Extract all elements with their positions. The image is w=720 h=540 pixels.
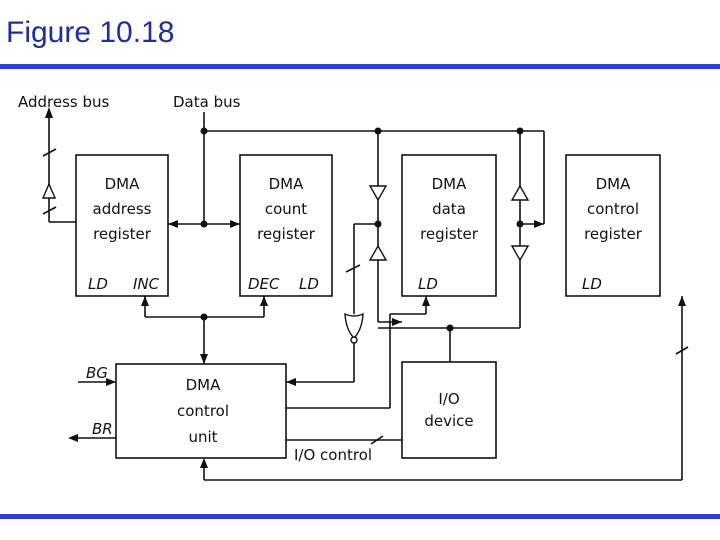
junction-dots (200, 127, 524, 332)
data-register-line-3: register (420, 225, 479, 243)
io-device-line-1: I/O (438, 390, 459, 408)
tristate-buffers (41, 182, 530, 262)
address-register-ld-label: LD (88, 275, 108, 293)
count-register-line-3: register (257, 225, 316, 243)
io-device: I/O device (401, 361, 497, 459)
dma-address-register: DMA address register LD INC (75, 154, 169, 297)
dma-control-unit: DMA control unit (115, 363, 287, 459)
address-register-line-2: address (93, 200, 152, 218)
count-register-dec-label: DEC (248, 275, 280, 293)
br-signal-label: BR (92, 420, 113, 438)
control-unit-line-2: control (177, 402, 229, 420)
address-register-line-1: DMA (105, 175, 140, 193)
data-out-buffer (368, 244, 388, 261)
control-unit-line-1: DMA (186, 376, 221, 394)
dma-control-register: DMA control register LD (565, 154, 661, 297)
header-rule (0, 64, 720, 69)
control-register-line-2: control (587, 200, 639, 218)
data-register-line-2: data (432, 200, 466, 218)
control-down-buffer (510, 245, 530, 262)
control-register-line-1: DMA (596, 175, 631, 193)
address-register-inc-label: INC (133, 275, 160, 293)
address-bus-label: Address bus (18, 93, 110, 111)
io-device-line-2: device (424, 412, 473, 430)
count-register-line-2: count (265, 200, 307, 218)
data-bus-label: Data bus (173, 93, 241, 111)
dma-count-register: DMA count register DEC LD (239, 154, 333, 297)
data-in-buffer (368, 185, 388, 202)
data-register-ld-label: LD (418, 275, 438, 293)
control-unit-line-3: unit (188, 428, 217, 446)
dma-data-register: DMA data register LD (401, 154, 497, 297)
control-register-line-3: register (584, 225, 643, 243)
count-register-line-1: DMA (269, 175, 304, 193)
control-register-ld-label: LD (582, 275, 602, 293)
control-up-buffer (510, 184, 530, 201)
address-buffer (41, 182, 57, 199)
io-control-label: I/O control (294, 446, 372, 464)
count-register-ld-label: LD (299, 275, 319, 293)
footer-rule (0, 514, 720, 519)
data-register-line-1: DMA (432, 175, 467, 193)
arrowheads (45, 107, 686, 468)
nor-gate (344, 312, 364, 344)
page-title: Figure 10.18 (6, 16, 175, 49)
bg-signal-label: BG (86, 364, 108, 382)
address-register-line-3: register (93, 225, 152, 243)
